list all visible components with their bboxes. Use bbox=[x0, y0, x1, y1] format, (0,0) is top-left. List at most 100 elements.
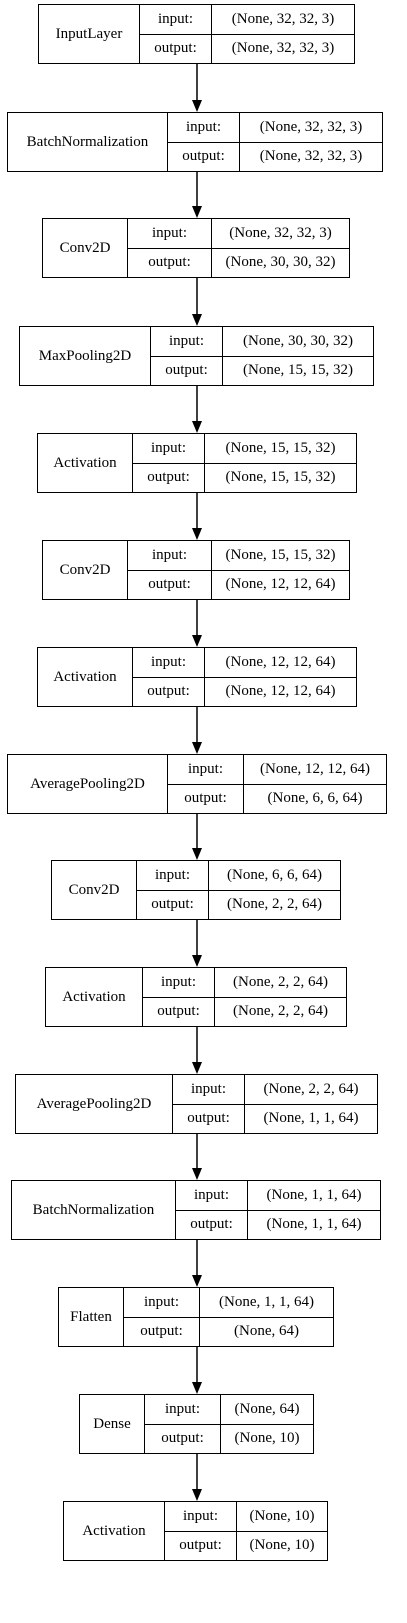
node-14: Activation input: output: (None, 10) (No… bbox=[63, 1501, 328, 1561]
arrowhead-icon bbox=[192, 314, 202, 326]
output-label: output: bbox=[168, 141, 239, 172]
input-label: input: bbox=[168, 332, 204, 349]
layer-name: Dense bbox=[93, 1415, 131, 1432]
io-shapes: (None, 32, 32, 3) (None, 32, 32, 3) bbox=[211, 5, 354, 63]
arrowhead-icon bbox=[192, 100, 202, 112]
node-10: AveragePooling2D input: output: (None, 2… bbox=[15, 1074, 378, 1134]
io-labels: input: output: bbox=[132, 434, 204, 492]
layer-name: Conv2D bbox=[68, 881, 120, 898]
node-3: MaxPooling2D input: output: (None, 30, 3… bbox=[19, 326, 374, 386]
node-4: Activation input: output: (None, 15, 15,… bbox=[37, 433, 357, 493]
io-shapes: (None, 64) (None, 10) bbox=[220, 1395, 313, 1453]
arrowhead-icon bbox=[192, 1382, 202, 1394]
arrowhead-icon bbox=[192, 1489, 202, 1501]
arrowhead-icon bbox=[192, 742, 202, 754]
input-shape: (None, 12, 12, 64) bbox=[225, 653, 336, 670]
input-shape: (None, 64) bbox=[234, 1400, 300, 1417]
layer-name: Activation bbox=[53, 668, 117, 685]
arrowhead-icon bbox=[192, 1275, 202, 1287]
io-shapes: (None, 2, 2, 64) (None, 1, 1, 64) bbox=[244, 1075, 377, 1133]
output-shape: (None, 30, 30, 32) bbox=[212, 247, 349, 278]
layer-name: Conv2D bbox=[59, 239, 111, 256]
io-labels: input: output: bbox=[167, 113, 239, 171]
io-shapes: (None, 1, 1, 64) (None, 64) bbox=[199, 1288, 333, 1346]
input-shape: (None, 1, 1, 64) bbox=[266, 1186, 362, 1203]
input-label: input: bbox=[151, 224, 187, 241]
node-0: InputLayer input: output: (None, 32, 32,… bbox=[38, 4, 355, 64]
node-7: AveragePooling2D input: output: (None, 1… bbox=[7, 754, 387, 814]
output-shape: (None, 10) bbox=[237, 1530, 327, 1561]
input-label: input: bbox=[154, 866, 190, 883]
io-shapes: (None, 15, 15, 32) (None, 12, 12, 64) bbox=[211, 541, 349, 599]
input-label: input: bbox=[164, 1400, 200, 1417]
node-6: Activation input: output: (None, 12, 12,… bbox=[37, 647, 357, 707]
io-shapes: (None, 32, 32, 3) (None, 32, 32, 3) bbox=[239, 113, 382, 171]
layer-name: AveragePooling2D bbox=[36, 1095, 152, 1112]
input-shape: (None, 2, 2, 64) bbox=[263, 1080, 359, 1097]
node-1: BatchNormalization input: output: (None,… bbox=[7, 112, 383, 172]
output-label: output: bbox=[128, 569, 211, 600]
output-shape: (None, 12, 12, 64) bbox=[205, 676, 356, 707]
input-shape: (None, 30, 30, 32) bbox=[243, 332, 353, 349]
input-shape: (None, 15, 15, 32) bbox=[225, 439, 336, 456]
io-labels: input: output: bbox=[172, 1075, 244, 1133]
layer-name: Conv2D bbox=[59, 561, 111, 578]
node-5: Conv2D input: output: (None, 15, 15, 32)… bbox=[42, 540, 350, 600]
io-labels: input: output: bbox=[123, 1288, 199, 1346]
input-label: input: bbox=[190, 1080, 226, 1097]
io-shapes: (None, 12, 12, 64) (None, 12, 12, 64) bbox=[204, 648, 356, 706]
output-label: output: bbox=[165, 1530, 236, 1561]
output-shape: (None, 15, 15, 32) bbox=[223, 355, 373, 386]
arrowhead-icon bbox=[192, 848, 202, 860]
input-label: input: bbox=[151, 546, 187, 563]
output-shape: (None, 6, 6, 64) bbox=[244, 783, 386, 814]
io-shapes: (None, 1, 1, 64) (None, 1, 1, 64) bbox=[247, 1181, 380, 1239]
output-shape: (None, 15, 15, 32) bbox=[205, 462, 356, 493]
input-label: input: bbox=[193, 1186, 229, 1203]
input-shape: (None, 32, 32, 3) bbox=[229, 224, 332, 241]
io-shapes: (None, 15, 15, 32) (None, 15, 15, 32) bbox=[204, 434, 356, 492]
arrowhead-icon bbox=[192, 1168, 202, 1180]
output-shape: (None, 64) bbox=[200, 1316, 333, 1347]
arrowhead-icon bbox=[192, 635, 202, 647]
input-shape: (None, 2, 2, 64) bbox=[233, 973, 328, 990]
layer-name: Activation bbox=[82, 1522, 146, 1539]
node-9: Activation input: output: (None, 2, 2, 6… bbox=[45, 967, 347, 1027]
output-label: output: bbox=[168, 783, 243, 814]
io-labels: input: output: bbox=[127, 541, 211, 599]
layer-name: BatchNormalization bbox=[26, 133, 149, 150]
output-shape: (None, 12, 12, 64) bbox=[212, 569, 349, 600]
io-labels: input: output: bbox=[150, 327, 222, 385]
io-labels: input: output: bbox=[175, 1181, 247, 1239]
output-label: output: bbox=[137, 889, 208, 920]
output-label: output: bbox=[145, 1423, 220, 1454]
input-label: input: bbox=[160, 973, 196, 990]
input-label: input: bbox=[185, 118, 221, 135]
output-label: output: bbox=[151, 355, 222, 386]
node-8: Conv2D input: output: (None, 6, 6, 64) (… bbox=[51, 860, 341, 920]
output-shape: (None, 32, 32, 3) bbox=[212, 33, 354, 64]
input-shape: (None, 15, 15, 32) bbox=[225, 546, 336, 563]
output-label: output: bbox=[176, 1209, 247, 1240]
arrowhead-icon bbox=[192, 206, 202, 218]
arrowhead-icon bbox=[192, 421, 202, 433]
input-label: input: bbox=[150, 653, 186, 670]
arrowhead-icon bbox=[192, 1062, 202, 1074]
io-shapes: (None, 30, 30, 32) (None, 15, 15, 32) bbox=[222, 327, 373, 385]
io-labels: input: output: bbox=[144, 1395, 220, 1453]
io-shapes: (None, 2, 2, 64) (None, 2, 2, 64) bbox=[214, 968, 346, 1026]
io-shapes: (None, 32, 32, 3) (None, 30, 30, 32) bbox=[211, 219, 349, 277]
node-2: Conv2D input: output: (None, 32, 32, 3) … bbox=[42, 218, 350, 278]
output-shape: (None, 1, 1, 64) bbox=[245, 1103, 377, 1134]
output-label: output: bbox=[140, 33, 211, 64]
layer-name: Activation bbox=[53, 454, 117, 471]
output-label: output: bbox=[124, 1316, 199, 1347]
input-shape: (None, 32, 32, 3) bbox=[259, 118, 363, 135]
output-label: output: bbox=[173, 1103, 244, 1134]
output-shape: (None, 2, 2, 64) bbox=[209, 889, 340, 920]
layer-name: MaxPooling2D bbox=[38, 347, 132, 364]
output-shape: (None, 32, 32, 3) bbox=[240, 141, 382, 172]
io-labels: input: output: bbox=[139, 5, 211, 63]
io-labels: input: output: bbox=[127, 219, 211, 277]
io-labels: input: output: bbox=[142, 968, 214, 1026]
